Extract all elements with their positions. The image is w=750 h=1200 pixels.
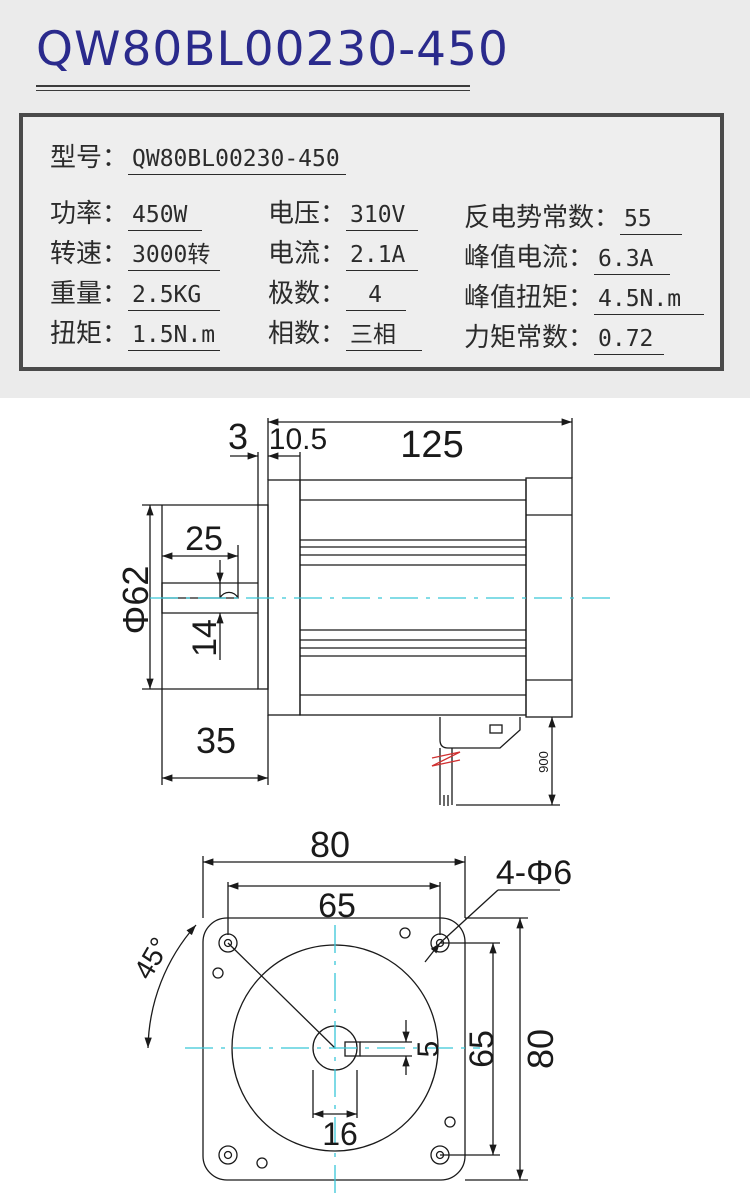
spec-weight: 重量：2.5KG xyxy=(50,273,221,311)
spec-model-label: 型号： xyxy=(50,143,129,173)
spec-weight-label: 重量： xyxy=(50,279,129,309)
spec-power-value: 450W xyxy=(128,200,203,231)
dim-height: 80 xyxy=(520,1029,561,1069)
motor-drawing: 3 10.5 125 25 Φ62 14 35 900 xyxy=(115,416,610,1195)
spec-table: 型号：QW80BL00230-450 功率：450W 转速：3000转 重量：2… xyxy=(19,113,724,371)
spec-voltage-label: 电压： xyxy=(268,199,347,229)
dim-key: 25 xyxy=(185,520,223,558)
spec-speed-value: 3000转 xyxy=(128,240,221,271)
spec-model-value: QW80BL00230-450 xyxy=(128,144,346,175)
spec-speed-label: 转速： xyxy=(50,239,129,269)
spec-back-emf-label: 反电势常数： xyxy=(464,203,621,233)
spec-power-label: 功率： xyxy=(50,199,129,229)
spec-poles: 极数：4 xyxy=(268,273,407,311)
spec-poles-label: 极数： xyxy=(268,279,347,309)
dim-hole-spacing: 65 xyxy=(318,887,356,925)
spec-torque-constant-label: 力矩常数： xyxy=(464,323,595,353)
spec-peak-torque: 峰值扭矩：4.5N.m xyxy=(464,277,705,315)
spec-weight-value: 2.5KG xyxy=(128,280,221,311)
dim-cable: 900 xyxy=(536,751,551,773)
spec-torque-constant-value: 0.72 xyxy=(594,324,665,355)
spec-peak-torque-value: 4.5N.m xyxy=(594,284,705,315)
spec-voltage-value: 310V xyxy=(346,200,419,231)
dim-flange: 3 xyxy=(228,416,248,457)
title-underline xyxy=(36,85,470,87)
page-title: QW80BL00230-450 xyxy=(36,22,509,77)
spec-back-emf-value: 55 xyxy=(620,204,683,235)
spec-phases: 相数：三相 xyxy=(268,313,423,351)
spec-phases-value: 三相 xyxy=(346,320,423,351)
front-view xyxy=(144,856,560,1181)
spec-back-emf: 反电势常数：55 xyxy=(464,197,683,235)
dim-body: 125 xyxy=(400,424,463,466)
dim-boss: 10.5 xyxy=(269,423,327,456)
dim-shaft-diameter: 16 xyxy=(322,1116,358,1152)
spec-header: QW80BL00230-450 型号：QW80BL00230-450 功率：45… xyxy=(0,0,750,398)
spec-torque: 扭矩：1.5N.m xyxy=(50,313,221,351)
spec-peak-current: 峰值电流：6.3A xyxy=(464,237,671,275)
dim-holes: 4-Φ6 xyxy=(496,854,572,892)
spec-torque-label: 扭矩： xyxy=(50,319,129,349)
dim-height-holes: 65 xyxy=(463,1030,501,1068)
dim-width: 80 xyxy=(310,824,350,865)
spec-voltage: 电压：310V xyxy=(268,193,419,231)
spec-torque-constant: 力矩常数：0.72 xyxy=(464,317,665,355)
spec-speed: 转速：3000转 xyxy=(50,233,221,271)
dim-shaft-length: 35 xyxy=(196,720,236,761)
spec-phases-label: 相数： xyxy=(268,319,347,349)
spec-current: 电流：2.1A xyxy=(268,233,419,271)
spec-model: 型号：QW80BL00230-450 xyxy=(50,137,346,175)
title-underline-thin xyxy=(36,90,470,91)
spec-peak-current-label: 峰值电流： xyxy=(464,243,595,273)
spec-poles-value: 4 xyxy=(346,280,407,311)
spec-current-value: 2.1A xyxy=(346,240,419,271)
spec-torque-value: 1.5N.m xyxy=(128,320,221,351)
dim-diameter: Φ62 xyxy=(115,566,156,635)
dim-shaft: 14 xyxy=(186,619,224,657)
spec-peak-current-value: 6.3A xyxy=(594,244,671,275)
spec-current-label: 电流： xyxy=(268,239,347,269)
dim-angle: 45° xyxy=(128,932,176,984)
spec-peak-torque-label: 峰值扭矩： xyxy=(464,283,595,313)
spec-power: 功率：450W xyxy=(50,193,203,231)
dim-keyway: 5 xyxy=(412,1041,445,1058)
